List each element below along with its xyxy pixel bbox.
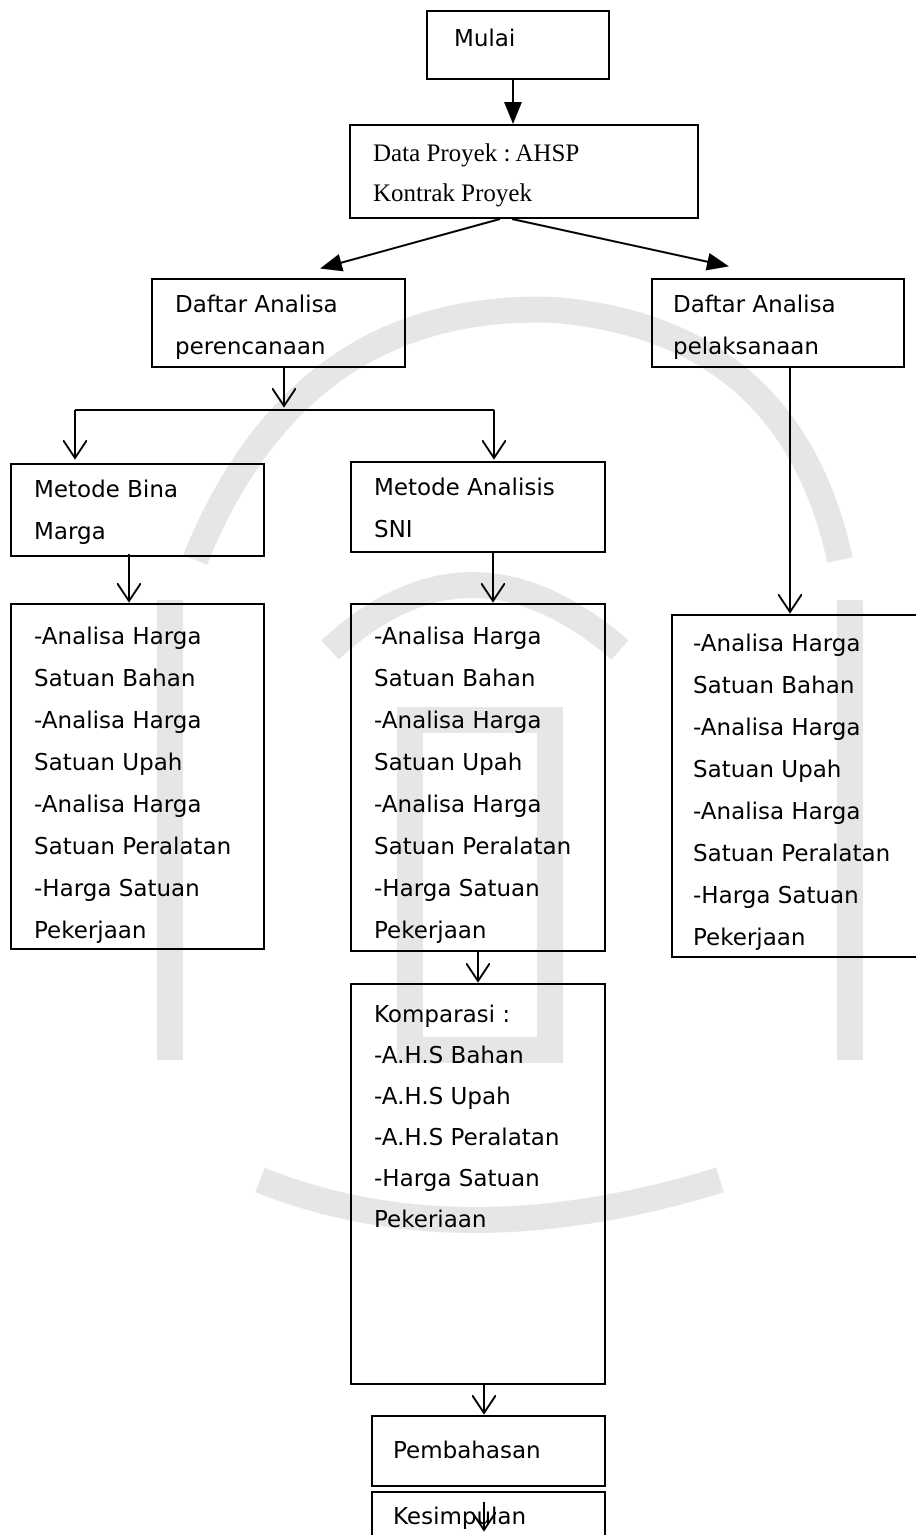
node-text: -Harga Satuan <box>693 883 859 909</box>
node-text: Satuan Peralatan <box>374 834 572 860</box>
node-text: Pekeriaan <box>374 1207 487 1233</box>
node-text: Pekerjaan <box>693 925 806 951</box>
node-text: Daftar Analisa <box>175 292 338 318</box>
node-text: Data Proyek : AHSP <box>373 140 580 167</box>
node-text: -Analisa Harga <box>34 708 202 734</box>
node-text: Marga <box>34 519 106 545</box>
node-analisa-pelaksanaan: -Analisa Harga Satuan Bahan -Analisa Har… <box>671 614 916 958</box>
node-text: -Analisa Harga <box>693 799 861 825</box>
node-text: -Harga Satuan <box>374 1166 540 1192</box>
node-daftar-perencanaan: Daftar Analisa perencanaan <box>151 278 406 368</box>
node-text: -Analisa Harga <box>693 715 861 741</box>
node-text: perencanaan <box>175 334 326 360</box>
node-daftar-pelaksanaan: Daftar Analisa pelaksanaan <box>651 278 905 368</box>
node-text: pelaksanaan <box>673 334 819 360</box>
node-text: Satuan Bahan <box>693 673 855 699</box>
node-text: -A.H.S Upah <box>374 1084 511 1110</box>
arrow-data-perencanaan <box>320 218 501 272</box>
node-mulai: Mulai <box>426 10 610 80</box>
node-text: Satuan Upah <box>374 750 523 776</box>
node-data-proyek: Data Proyek : AHSP Kontrak Proyek <box>349 124 699 219</box>
node-text: -Analisa Harga <box>693 631 861 657</box>
node-text: Pembahasan <box>393 1438 541 1464</box>
arrow-data-pelaksanaan <box>511 218 729 271</box>
node-text: -Analisa Harga <box>374 624 542 650</box>
node-text: -A.H.S Bahan <box>374 1043 524 1069</box>
node-metode-bina-marga: Metode Bina Marga <box>10 463 265 557</box>
node-text: -A.H.S Peralatan <box>374 1125 560 1151</box>
node-text: Daftar Analisa <box>673 292 836 318</box>
node-text: -Analisa Harga <box>374 708 542 734</box>
node-kesimpulan: Kesimpulan <box>371 1491 606 1535</box>
node-text: Satuan Upah <box>34 750 183 776</box>
node-text: -Harga Satuan <box>34 876 200 902</box>
node-text: -Analisa Harga <box>34 624 202 650</box>
node-text: Satuan Bahan <box>374 666 536 692</box>
node-text: Satuan Upah <box>693 757 842 783</box>
node-analisa-bina-marga: -Analisa Harga Satuan Bahan -Analisa Har… <box>10 603 265 950</box>
node-pembahasan: Pembahasan <box>371 1415 606 1487</box>
node-text: -Analisa Harga <box>374 792 542 818</box>
node-text: Satuan Bahan <box>34 666 196 692</box>
node-text: Kontrak Proyek <box>373 180 532 207</box>
node-metode-sni: Metode Analisis SNI <box>350 461 606 553</box>
node-text: Mulai <box>454 26 516 52</box>
node-text: Pekerjaan <box>374 918 487 944</box>
node-text: Komparasi : <box>374 1002 511 1028</box>
node-text: Metode Analisis <box>374 475 555 501</box>
node-text: SNI <box>374 517 413 543</box>
node-text: -Analisa Harga <box>34 792 202 818</box>
node-text: -Harga Satuan <box>374 876 540 902</box>
node-text: Kesimpulan <box>393 1504 527 1530</box>
node-text: Pekerjaan <box>34 918 147 944</box>
node-komparasi: Komparasi : -A.H.S Bahan -A.H.S Upah -A.… <box>350 983 606 1385</box>
node-text: Satuan Peralatan <box>693 841 891 867</box>
node-text: Metode Bina <box>34 477 178 503</box>
node-text: Satuan Peralatan <box>34 834 232 860</box>
node-analisa-sni: -Analisa Harga Satuan Bahan -Analisa Har… <box>350 603 606 952</box>
